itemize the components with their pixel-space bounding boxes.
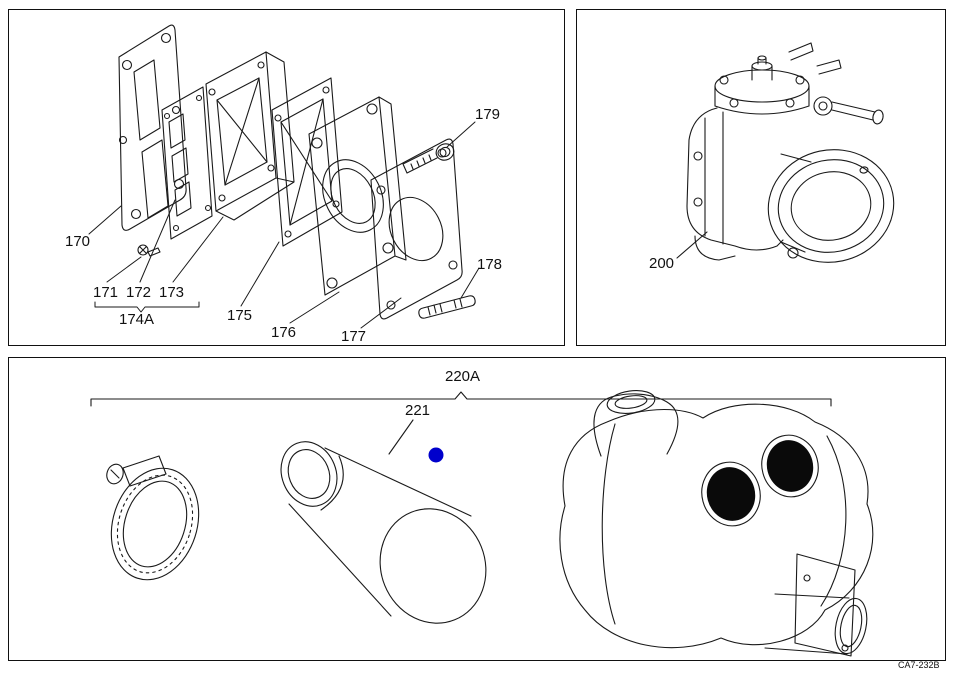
stud-178-drawing — [418, 295, 476, 319]
document-code: CA7-232B — [898, 660, 940, 670]
part-label-173: 173 — [159, 284, 185, 301]
click-marker-dot — [428, 447, 444, 463]
leader-lines-reed-valve — [88, 121, 480, 329]
part-label-179: 179 — [475, 106, 501, 123]
panel-carburetor: 200 — [576, 9, 946, 346]
intake-hole-right — [766, 440, 814, 492]
part-label-177: 177 — [341, 328, 367, 345]
part-label-176: 176 — [271, 324, 297, 341]
part-label-174A: 174A — [119, 311, 155, 328]
carburetor-drawing — [676, 42, 895, 263]
bolt-179-drawing — [402, 143, 455, 174]
part-label-221: 221 — [405, 402, 431, 419]
carb-top-cover — [714, 55, 810, 115]
part-label-170: 170 — [65, 233, 91, 250]
panel-reed-valve-assembly: 170 171 172 173 174A 175 176 177 178 179 — [8, 9, 565, 346]
manifold-176-drawing — [308, 96, 407, 296]
reed-cage-173-drawing — [205, 51, 295, 221]
carb-body — [686, 107, 812, 261]
gasket-177-drawing — [370, 138, 463, 320]
part-label-171: 171 — [93, 284, 119, 301]
gasket-170-drawing — [118, 24, 187, 231]
part-label-200: 200 — [649, 255, 675, 272]
intake-hole-left — [706, 467, 756, 521]
part-label-220A: 220A — [445, 368, 481, 385]
panel-air-intake-exhaust: 220A 221 — [8, 357, 946, 661]
air-intake-exhaust-drawing — [90, 390, 874, 657]
screw-171-drawing — [137, 244, 161, 257]
leader-line-221 — [388, 419, 414, 455]
carb-vent-pipes — [788, 42, 842, 75]
hose-clamp-drawing — [106, 455, 200, 581]
reed-valve-exploded-drawing — [88, 24, 480, 329]
spacer-175-drawing — [271, 77, 343, 247]
bracket-220A — [90, 391, 832, 407]
silencer-221-drawing — [280, 441, 487, 624]
part-label-178: 178 — [477, 256, 503, 273]
muffler-drawing — [559, 390, 874, 657]
leader-line-200 — [676, 231, 708, 259]
carb-fuel-fitting — [813, 96, 884, 125]
reed-plate-172-drawing — [161, 86, 213, 240]
part-label-175: 175 — [227, 307, 253, 324]
carb-air-horn — [767, 149, 895, 263]
part-label-172: 172 — [126, 284, 152, 301]
